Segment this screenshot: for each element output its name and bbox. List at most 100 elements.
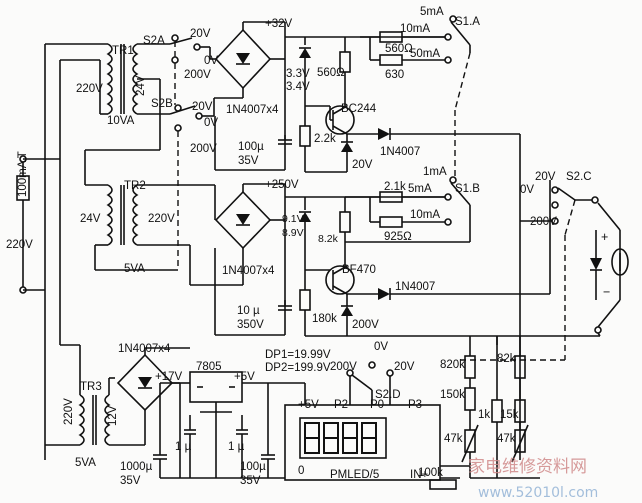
label-r15k: 15k	[500, 409, 519, 421]
bridge-rectifier-1	[209, 21, 285, 116]
regulator-7805	[153, 371, 306, 479]
label-s2b-20v: 20V	[192, 101, 213, 113]
label-r630: 630	[385, 69, 404, 81]
label-out-plus: +	[601, 230, 608, 244]
label-mains: 220V	[6, 239, 33, 251]
label-tr3: TR3	[80, 381, 102, 393]
label-p0: P0	[370, 399, 384, 411]
label-r1k: 1k	[478, 409, 490, 421]
label-s2d-20v: 20V	[394, 361, 415, 373]
transformer-tr3	[45, 344, 146, 446]
label-c1v: 35V	[238, 155, 259, 167]
label-s1a-50ma: 50mA	[410, 48, 440, 60]
label-dp2: DP2=199.9V	[265, 362, 331, 374]
label-s1b: S1.B	[455, 183, 480, 195]
label-tr2-left: 24V	[80, 213, 101, 225]
label-s2b-200v: 200V	[190, 143, 217, 155]
watermark: 家电维修资料网 www.52010l.com	[468, 457, 598, 501]
label-bridge3: 1N4007x4	[118, 343, 171, 355]
label-r560: 560Ω	[317, 67, 345, 79]
label-r820k: 820k	[440, 359, 465, 371]
label-r100k: 100k	[418, 467, 443, 479]
label-d2: 1N4007	[395, 281, 435, 293]
label-r82k2: 82k	[497, 353, 516, 365]
label-250v: +250V	[265, 179, 299, 191]
label-z2a: 9.1V	[282, 213, 304, 225]
label-c1: 100µ	[238, 141, 264, 153]
label-s1b-1ma: 1mA	[423, 166, 447, 178]
label-tr2-rating: 5VA	[124, 263, 145, 275]
label-5v: +5V	[234, 371, 255, 383]
label-s2b: S2B	[151, 98, 173, 110]
label-pmled: PMLED/5	[330, 469, 379, 481]
label-s2d-200v: 200V	[330, 361, 357, 373]
label-s1b-5ma: 5mA	[408, 183, 432, 195]
label-z2b: 8.9V	[282, 227, 304, 239]
label-tr1: TR1	[112, 45, 134, 57]
switch-s1b	[444, 176, 471, 242]
label-in-plus: IN+	[410, 469, 429, 481]
label-s2a-200v: 200V	[184, 69, 211, 81]
label-tr1-secondary: 24V	[135, 75, 147, 96]
label-s2d-0v: 0V	[374, 341, 388, 353]
label-r180k: 180k	[312, 313, 337, 325]
output-terminals	[590, 196, 629, 337]
label-s2c-0v: 0V	[520, 184, 534, 196]
label-s2a-0v: 0V	[204, 55, 218, 67]
label-z20v: 20V	[352, 159, 373, 171]
label-tr1-primary: 220V	[76, 83, 103, 95]
current-source-32v	[214, 22, 521, 460]
label-r22k: 2.2k	[314, 133, 336, 145]
transformer-tr2	[84, 79, 243, 286]
label-s1b-10ma: 10mA	[410, 209, 440, 221]
label-c4: 1 µ	[175, 441, 192, 453]
label-s1a: S1.A	[455, 16, 480, 28]
seven-seg-digit-2	[323, 422, 339, 454]
label-r82k: 8.2k	[318, 233, 339, 245]
seven-seg-digit-3	[342, 422, 358, 454]
switch-s2d	[346, 361, 394, 405]
label-c5: 1 µ	[228, 441, 245, 453]
current-source-250v	[214, 180, 600, 337]
label-fuse: 100mA T	[17, 151, 29, 197]
label-pin-0: 0	[298, 465, 304, 477]
label-r47k2: 47k	[497, 433, 516, 445]
label-c2: 10 µ	[237, 305, 260, 317]
component-labels: TR1 220V 24V 10VA S2A 20V 0V 200V S2B 20…	[6, 6, 610, 487]
label-q1: BC244	[341, 103, 377, 115]
label-5v-pin: +5V	[298, 399, 319, 411]
label-r47k: 47k	[444, 433, 463, 445]
label-c3: 1000µ	[120, 461, 153, 473]
label-s2a-20v: 20V	[190, 28, 211, 40]
switch-s2a	[169, 34, 210, 64]
label-32v: +32V	[265, 18, 293, 30]
label-dp1: DP1=19.99V	[265, 349, 331, 361]
label-r21k: 2.1k	[384, 181, 406, 193]
switch-s2b	[169, 63, 214, 150]
label-s2a: S2A	[143, 35, 165, 47]
switch-s1a	[444, 15, 471, 180]
label-bridge1: 1N4007x4	[226, 104, 279, 116]
seven-seg-digit-4	[361, 422, 377, 454]
label-z200v: 200V	[352, 319, 379, 331]
label-s2d: S2.D	[375, 389, 401, 401]
label-r150k: 150k	[440, 389, 465, 401]
divider-network	[429, 336, 565, 490]
label-17v: +17V	[155, 371, 183, 383]
transformer-tr1	[45, 43, 170, 115]
label-bridge2: 1N4007x4	[222, 265, 275, 277]
label-c6: 100µ	[240, 461, 266, 473]
label-c2v: 350V	[237, 319, 264, 331]
mains-input	[16, 44, 61, 460]
seven-seg-digit-1	[304, 422, 320, 454]
label-r560b: 560Ω	[385, 43, 413, 55]
label-s2b-0v: 0V	[204, 117, 218, 129]
label-tr3-rating: 5VA	[75, 457, 96, 469]
label-s1a-5ma: 5mA	[420, 6, 444, 18]
label-out-minus: −	[603, 285, 610, 299]
label-c6v: 35V	[240, 475, 261, 487]
label-s2c-20v: 20V	[535, 171, 556, 183]
label-tr2-right: 220V	[148, 213, 175, 225]
label-s2c-200v: 200V	[530, 216, 557, 228]
